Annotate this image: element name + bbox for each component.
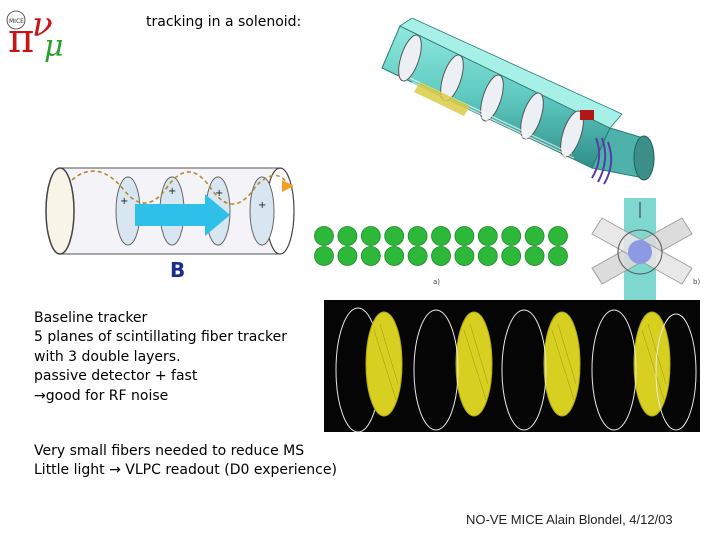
fiber-circle: [548, 246, 568, 266]
arrow-right-icon: →: [109, 462, 121, 479]
note-line: Little light: [34, 462, 105, 479]
svg-text:μ: μ: [44, 29, 64, 64]
baseline-line-arrow: →good for RF noise: [34, 387, 287, 406]
baseline-line: 5 planes of scintillating fiber tracker: [34, 329, 287, 346]
fiber-circle: [524, 246, 545, 266]
svg-text:ν: ν: [32, 5, 53, 45]
note-line-arrow: Little light → VLPC readout (D0 experien…: [34, 461, 337, 480]
fiber-circle: [384, 226, 405, 246]
fiber-circle: [501, 226, 522, 246]
fiber-caption-b: b): [693, 278, 701, 286]
fiber-crossing-diagram: [582, 198, 702, 302]
note-line: Very small fibers needed to reduce MS: [34, 443, 305, 459]
fiber-circle: [407, 226, 428, 246]
fiber-circle: [431, 226, 451, 246]
arrow-right-icon: →: [34, 387, 46, 404]
fiber-circle: [337, 226, 358, 246]
fiber-circle: [314, 246, 334, 266]
fiber-circle: [407, 246, 428, 266]
slide-title: tracking in a solenoid:: [146, 14, 302, 30]
baseline-line: passive detector + fast: [34, 368, 198, 385]
fiber-circle: [477, 226, 498, 246]
fiber-circle: [314, 226, 334, 246]
svg-text:MICE: MICE: [9, 18, 24, 25]
fiber-planes-photo: [324, 300, 700, 433]
svg-text:+: +: [168, 186, 176, 197]
svg-text:+: +: [258, 200, 266, 211]
svg-text:+: +: [215, 188, 223, 199]
fiber-circle: [524, 226, 545, 246]
fiber-circle: [454, 226, 475, 246]
baseline-line: good for RF noise: [45, 387, 169, 404]
fiber-circle: [431, 246, 451, 266]
fiber-circle: [548, 226, 568, 246]
fiber-circle: [337, 246, 358, 266]
baseline-line: with 3 double layers.: [34, 348, 181, 365]
baseline-line: Baseline tracker: [34, 310, 148, 326]
fiber-circle: [360, 246, 381, 266]
svg-text:+: +: [120, 196, 128, 207]
fiber-caption-a: a): [433, 278, 441, 286]
tracker-3d-render: [360, 17, 660, 198]
fiber-circle: [501, 246, 522, 266]
solenoid-diagram: + + + +: [40, 160, 300, 270]
svg-text:π: π: [8, 16, 34, 62]
baseline-tracker-text: Baseline tracker 5 planes of scintillati…: [34, 309, 287, 406]
note-line: VLPC readout (D0 experience): [125, 462, 337, 479]
fiber-circle: [477, 246, 498, 266]
fiber-circle: [384, 246, 405, 266]
notes-text: Very small fibers needed to reduce MS Li…: [34, 442, 337, 481]
arrow-right-icon: [135, 194, 230, 236]
mice-logo-icon: π ν μ MICE: [2, 2, 72, 64]
footer-credit: NO-VE MICE Alain Blondel, 4/12/03: [466, 512, 673, 527]
fiber-layer-diagram: [310, 222, 570, 270]
b-field-label: B: [170, 258, 186, 282]
fiber-circle: [454, 246, 475, 266]
fiber-circle: [360, 226, 381, 246]
